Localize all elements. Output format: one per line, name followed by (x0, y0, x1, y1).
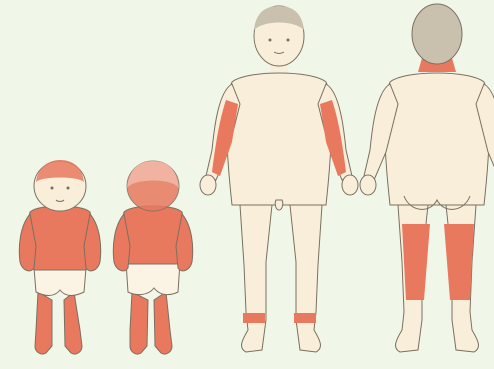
child-front-figure (0, 0, 494, 369)
child-front-svg (0, 0, 494, 369)
infant-back-figure (0, 0, 494, 369)
eczema-distribution-diagram (0, 0, 494, 369)
child-back-svg (0, 0, 494, 369)
child-back-figure (0, 0, 494, 369)
infant-front-svg (0, 0, 494, 369)
infant-front-figure (0, 0, 494, 369)
infant-back-svg (0, 0, 494, 369)
